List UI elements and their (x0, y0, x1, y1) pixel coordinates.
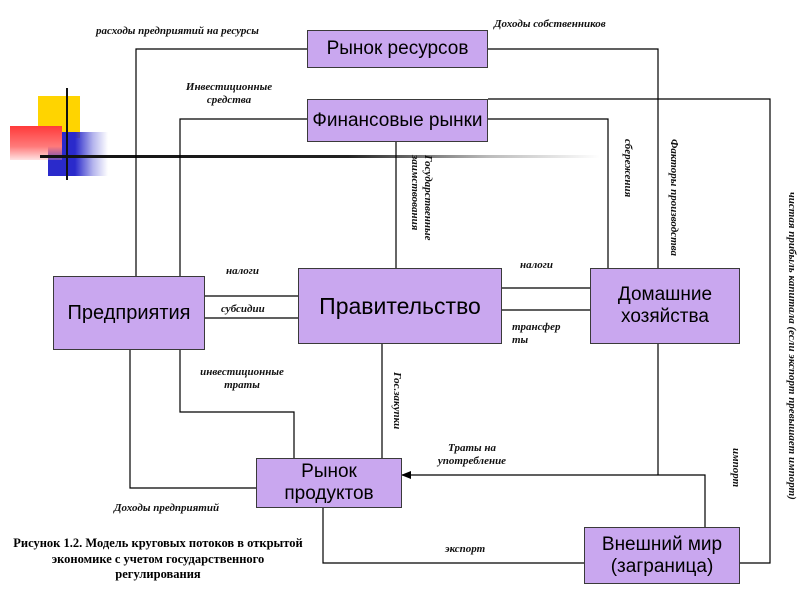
flow-consumption-spending (401, 471, 706, 527)
flow-investment-spending (179, 350, 295, 458)
decor-horizontal-rule (40, 155, 600, 158)
label-exports: экспорт (445, 543, 486, 555)
flow-owner-income (488, 48, 659, 268)
label-subsidies: субсидии (221, 303, 265, 315)
label-taxes-enterprises: налоги (226, 265, 259, 277)
label-enterprise-income: Доходы предприятий (114, 502, 220, 514)
flow-enterprise-resource-spending (135, 48, 307, 276)
node-financial-markets: Финансовые рынки (307, 99, 488, 142)
label-government-borrowing: Государственные заимствования (408, 155, 434, 241)
label-factors-of-production: Факторы производства (668, 139, 680, 256)
label-transfers: трансферты (512, 321, 561, 346)
flow-exports (322, 508, 584, 564)
node-resource-market: Рынок ресурсов (307, 30, 488, 68)
node-households: Домашние хозяйства (590, 268, 740, 344)
label-government-purchases: Гос.закупки (391, 372, 403, 430)
flow-savings (488, 118, 609, 268)
flow-enterprise-income (129, 350, 256, 489)
node-product-market: Рынок продуктов (256, 458, 402, 508)
figure-caption: Рисунок 1.2. Модель круговых потоков в о… (13, 536, 303, 582)
label-imports: импорт (730, 448, 742, 488)
label-owner-income: Доходы собственников (494, 18, 606, 30)
label-savings: сбережения (622, 139, 634, 198)
node-government: Правительство (298, 268, 502, 344)
label-net-capital-profit: чистая прибыль капитала (если экспорт пр… (786, 192, 798, 500)
label-investment-spending: инвестиционные траты (200, 366, 284, 391)
label-enterprise-resource-spending: расходы предприятий на ресурсы (96, 25, 259, 37)
decor-vertical-rule (66, 88, 68, 180)
flow-net-capital (488, 98, 771, 564)
label-investment-funds: Инвестиционные средства (185, 81, 273, 106)
label-taxes-households: налоги (520, 259, 553, 271)
label-consumption-spending: Траты на употребление (437, 442, 507, 467)
node-rest-of-world: Внешний мир (заграница) (584, 527, 740, 584)
decor-red-square (10, 126, 62, 160)
flow-investment-funds (179, 118, 307, 276)
node-enterprises: Предприятия (53, 276, 205, 350)
